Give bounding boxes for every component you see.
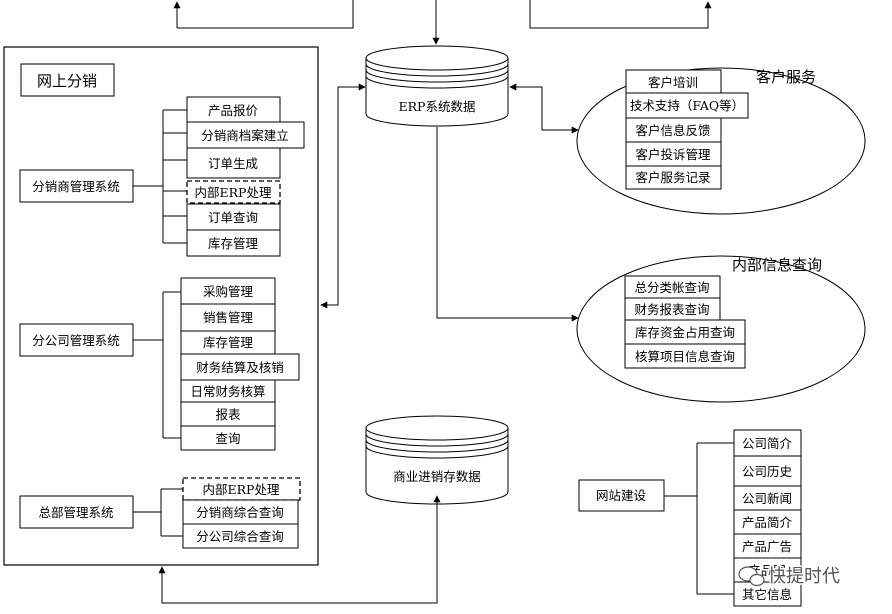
watermark-text-halo: 快提时代 — [768, 566, 840, 587]
node-label: 公司简介 — [742, 436, 793, 451]
node-label: 财务结算及核销 — [196, 360, 284, 375]
node-box[interactable] — [186, 229, 281, 257]
node-box[interactable] — [186, 203, 281, 231]
connectors — [158, 83, 734, 604]
website-system: 网站建设 公司简介 公司历史 公司新闻 产品简介 产品广告 产品图 其它信息 — [578, 429, 802, 607]
wechat-icon — [738, 566, 765, 587]
node-box[interactable] — [180, 303, 276, 332]
node-box[interactable] — [186, 96, 281, 123]
node-label: 客户服务记录 — [635, 170, 710, 185]
website-label: 网站建设 — [596, 488, 647, 503]
node-label: 分公司综合查询 — [196, 529, 284, 544]
panel-title: 网上分销 — [37, 72, 97, 90]
node-box[interactable] — [180, 425, 276, 451]
commerce-db-label: 商业进销存数据 — [393, 469, 481, 484]
node-label: 客户培训 — [648, 75, 698, 90]
node-label: 库存管理 — [203, 335, 254, 350]
top-connectors — [173, 0, 712, 45]
watermark: 快提时代 快提时代 — [738, 565, 842, 589]
node-label: 销售管理 — [203, 310, 254, 325]
node-box[interactable] — [186, 121, 305, 149]
erp-db-body — [365, 58, 509, 127]
node-box[interactable] — [186, 147, 281, 179]
commerce-database: 商业进销存数据 — [365, 415, 509, 505]
node-label: 内部ERP处理 — [203, 482, 280, 497]
arrow-panel-commerce — [158, 495, 441, 604]
watermark-text: 快提时代 — [768, 566, 840, 587]
node-label: 总分类帐查询 — [634, 280, 709, 295]
node-label: 日常财务核算 — [190, 384, 265, 399]
arrow-up-right — [529, 0, 712, 29]
node-box[interactable] — [625, 141, 722, 167]
arrow-erp-internal — [436, 127, 579, 322]
node-box[interactable] — [733, 581, 802, 607]
node-label: 核算项目信息查询 — [635, 349, 735, 364]
node-label: 产品简介 — [742, 515, 793, 530]
node-label: 客户投诉管理 — [635, 147, 711, 162]
node-label: 公司历史 — [742, 464, 793, 479]
internal-query: 内部信息查询 总分类帐查询 财务报表查询 库存资金占用查询 核算项目信息查询 — [576, 255, 866, 403]
branch-system: 分公司管理系统 采购管理 销售管理 库存管理 财务结算及核销 日常财务核算 报表… — [19, 277, 300, 451]
node-label: 报表 — [215, 407, 241, 422]
node-box[interactable] — [625, 165, 722, 190]
node-label: 采购管理 — [203, 284, 254, 299]
node-box-dashed[interactable] — [182, 477, 301, 501]
node-box-dashed[interactable] — [186, 180, 281, 204]
hq-system-box[interactable] — [19, 495, 134, 529]
hq-system-label: 总部管理系统 — [38, 505, 113, 520]
distributor-system-label: 分销商管理系统 — [32, 179, 120, 194]
node-label: 内部ERP处理 — [195, 185, 272, 200]
node-label: 库存资金占用查询 — [635, 325, 735, 340]
distributor-system: 分销商管理系统 产品报价 分销商档案建立 订单生成 内部ERP处理 订单查询 库… — [19, 96, 305, 257]
node-label: 公司新闻 — [742, 491, 792, 506]
node-label: 客户信息反馈 — [635, 123, 710, 138]
erp-db-label: ERP系统数据 — [399, 99, 476, 114]
hq-system: 总部管理系统 内部ERP处理 分销商综合查询 分公司综合查询 — [19, 477, 301, 549]
node-label: 库存管理 — [208, 236, 259, 251]
customer-service: 客户服务 客户培训 技术支持（FAQ等） 客户信息反馈 客户投诉管理 客户服务记… — [576, 67, 866, 215]
node-label: 财务报表查询 — [634, 302, 709, 317]
node-box[interactable] — [733, 533, 802, 559]
node-label: 订单生成 — [208, 156, 258, 171]
node-box[interactable] — [733, 455, 802, 487]
panel-title-box — [20, 63, 115, 97]
node-box[interactable] — [180, 401, 276, 427]
node-label: 订单查询 — [208, 210, 258, 225]
connector-top-left — [177, 0, 354, 29]
node-box[interactable] — [733, 485, 802, 511]
commerce-db-top — [365, 415, 509, 441]
node-label: 产品广告 — [742, 539, 792, 554]
branch-system-label: 分公司管理系统 — [32, 333, 120, 348]
internal-query-title: 内部信息查询 — [732, 256, 822, 274]
node-label: 查询 — [215, 431, 240, 446]
customer-service-title: 客户服务 — [756, 68, 816, 86]
node-box[interactable] — [624, 343, 746, 369]
website-box[interactable] — [578, 479, 665, 512]
node-box[interactable] — [625, 92, 749, 119]
arrow-panel-erp — [320, 83, 366, 309]
node-label: 产品报价 — [208, 103, 259, 118]
arrow-erp-customer — [509, 83, 579, 134]
branch-system-box[interactable] — [19, 323, 134, 357]
node-label: 分销商综合查询 — [196, 505, 284, 520]
node-label: 技术支持（FAQ等） — [630, 98, 744, 113]
node-label: 分销商档案建立 — [201, 128, 289, 143]
erp-database: ERP系统数据 — [365, 45, 509, 127]
node-label: 其它信息 — [742, 587, 792, 602]
node-box[interactable] — [180, 353, 300, 381]
erp-db-top — [365, 45, 509, 71]
